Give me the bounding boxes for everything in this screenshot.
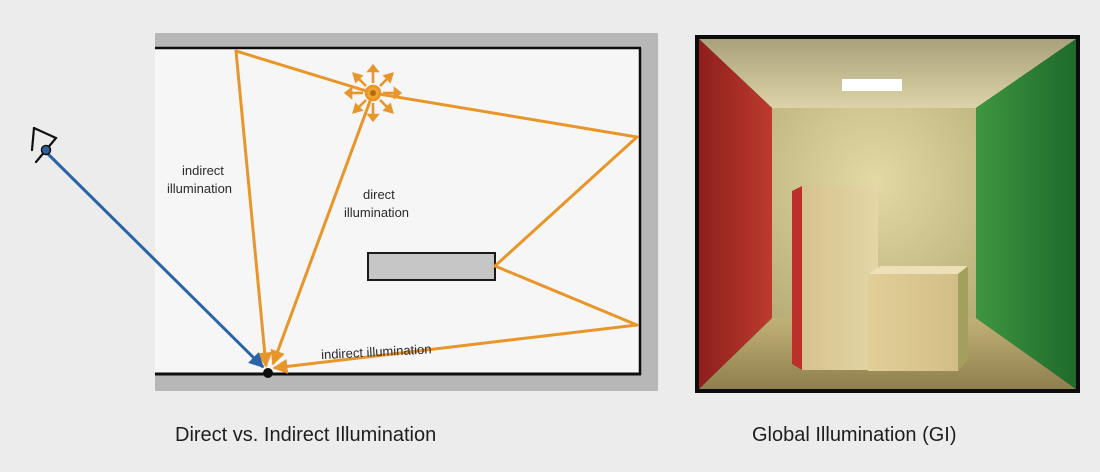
- caption-direct-vs-indirect: Direct vs. Indirect Illumination: [175, 424, 437, 446]
- label-indirect-left-1: indirect: [182, 163, 224, 178]
- ray-direct: [270, 92, 375, 366]
- short-block: [868, 266, 968, 371]
- caption-global-illumination: Global Illumination (GI): [752, 424, 957, 446]
- shading-point: [263, 368, 273, 378]
- illumination-diagram: indirect illumination direct illuminatio…: [30, 33, 658, 391]
- label-direct-2: illumination: [344, 205, 409, 220]
- right-wall: [976, 39, 1076, 389]
- ray-indirect-bottom: [272, 91, 639, 374]
- ray-indirect-left: [234, 49, 374, 368]
- left-wall: [699, 39, 772, 389]
- scene-interior: [155, 48, 640, 375]
- view-ray: [44, 150, 265, 369]
- tall-block: [792, 186, 878, 370]
- light-rays: [234, 49, 639, 374]
- label-indirect-left-2: illumination: [167, 181, 232, 196]
- light-source-icon: [343, 63, 403, 123]
- ceiling-light: [842, 79, 902, 91]
- occluder-box: [367, 252, 496, 281]
- label-indirect-bottom: indirect illumination: [321, 341, 432, 362]
- label-direct-1: direct: [363, 187, 395, 202]
- eye-icon: [30, 126, 58, 164]
- ceiling: [699, 39, 1076, 108]
- cornell-box-render: [695, 35, 1080, 393]
